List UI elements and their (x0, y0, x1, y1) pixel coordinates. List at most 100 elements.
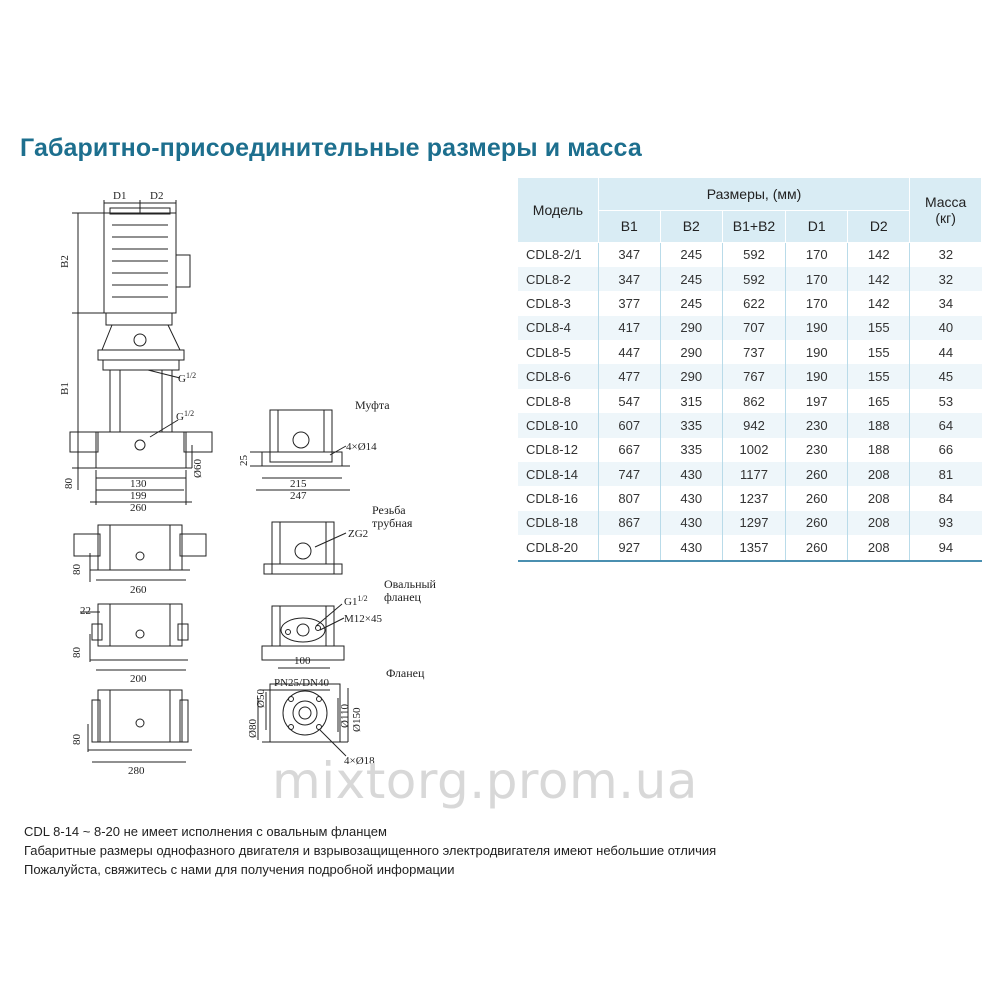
oval-label-2: фланец (384, 590, 422, 604)
value-cell: 94 (909, 535, 982, 562)
model-header: Модель (518, 178, 599, 243)
dim-260-b: 260 (130, 584, 147, 596)
value-cell: 290 (660, 340, 723, 365)
dim-280: 280 (128, 765, 145, 777)
model-cell: CDL8-20 (518, 535, 599, 562)
page-title: Габаритно-присоединительные размеры и ма… (20, 134, 642, 162)
value-cell: 1002 (722, 437, 787, 463)
value-cell: 1237 (722, 486, 787, 511)
value-cell: 347 (598, 266, 661, 292)
value-cell: 170 (785, 242, 849, 267)
model-cell: CDL8-18 (518, 510, 599, 536)
pn-label: PN25/DN40 (274, 677, 330, 689)
col-b1b2: B1+B2 (722, 210, 787, 243)
value-cell: 260 (785, 535, 849, 562)
value-cell: 208 (847, 510, 911, 536)
g1-half-label: G11/2 (344, 594, 368, 608)
col-d2: D2 (847, 210, 911, 243)
dim-150: Ø150 (351, 707, 363, 732)
dim-200: 200 (130, 673, 147, 685)
dim-199: 199 (130, 490, 147, 502)
value-cell: 867 (598, 510, 661, 536)
value-cell: 142 (847, 242, 911, 267)
model-cell: CDL8-10 (518, 413, 599, 438)
value-cell: 155 (847, 340, 911, 365)
value-cell: 622 (722, 291, 787, 316)
model-cell: CDL8-2/1 (518, 242, 599, 267)
value-cell: 142 (847, 266, 911, 292)
value-cell: 767 (722, 364, 787, 389)
value-cell: 260 (785, 462, 849, 487)
value-cell: 208 (847, 486, 911, 511)
dim-80-b: 80 (71, 564, 83, 576)
value-cell: 942 (722, 413, 787, 438)
thread-label-2: трубная (372, 516, 413, 530)
dim-247: 247 (290, 490, 307, 502)
value-cell: 155 (847, 364, 911, 389)
dim-80-c: 80 (71, 647, 83, 659)
value-cell: 417 (598, 315, 661, 341)
value-cell: 315 (660, 388, 723, 414)
value-cell: 260 (785, 486, 849, 511)
dim-130: 130 (130, 478, 147, 490)
value-cell: 927 (598, 535, 661, 562)
value-cell: 430 (660, 486, 723, 511)
value-cell: 347 (598, 242, 661, 267)
model-cell: CDL8-14 (518, 462, 599, 487)
dim-4x18: 4×Ø18 (344, 755, 375, 767)
b1-label: B1 (59, 382, 71, 395)
value-cell: 707 (722, 315, 787, 341)
dim-60: Ø60 (192, 459, 204, 478)
dim-215: 215 (290, 478, 307, 490)
value-cell: 807 (598, 486, 661, 511)
pump-dimension-drawing: D1 D2 B2 B1 G1/2 G1/2 80 130 199 260 Ø60… (59, 190, 437, 777)
value-cell: 53 (938, 393, 954, 409)
model-cell: CDL8-5 (518, 340, 599, 365)
value-cell: 45 (909, 364, 982, 389)
value-cell: 477 (598, 364, 661, 389)
dim-25: 25 (238, 455, 250, 467)
value-cell: 290 (660, 315, 723, 341)
value-cell: 81 (909, 462, 982, 487)
value-cell: 188 (847, 413, 911, 438)
dim-260-a: 260 (130, 502, 147, 514)
terminal-box (175, 254, 191, 288)
note-line: CDL 8-14 ~ 8-20 не имеет исполнения с ов… (24, 824, 387, 839)
oval-label-1: Овальный (384, 577, 437, 591)
thread-label-1: Резьба (372, 503, 406, 517)
flange-label: Фланец (386, 666, 425, 680)
value-cell: 430 (660, 535, 723, 562)
value-cell: 190 (785, 364, 849, 389)
col-b2: B2 (660, 210, 723, 243)
value-cell: 667 (598, 437, 661, 463)
watermark: mixtorg.prom.ua (272, 752, 698, 810)
value-cell: 592 (722, 242, 787, 267)
value-cell: 245 (660, 291, 723, 316)
value-cell: 592 (722, 266, 787, 292)
value-cell: 197 (785, 388, 849, 414)
dim-80-a: 80 (63, 478, 75, 490)
value-cell: 737 (722, 340, 787, 365)
notes: CDL 8-14 ~ 8-20 не имеет исполнения с ов… (24, 822, 716, 879)
value-cell: 32 (938, 247, 954, 263)
note-line: Габаритные размеры однофазного двигателя… (24, 843, 717, 858)
model-cell: CDL8-6 (518, 364, 599, 389)
value-cell: 335 (660, 413, 723, 438)
value-cell: 188 (847, 437, 911, 463)
value-cell: 66 (938, 442, 954, 458)
table-subheader-row: B1 B2 B1+B2 D1 D2 (518, 210, 982, 243)
value-cell: 230 (785, 413, 849, 438)
value-cell: 34 (938, 295, 954, 311)
value-cell: 93 (909, 510, 982, 536)
model-cell: CDL8-4 (518, 315, 599, 341)
coupling-label: Муфта (355, 398, 390, 412)
dim-110: Ø110 (339, 703, 351, 728)
